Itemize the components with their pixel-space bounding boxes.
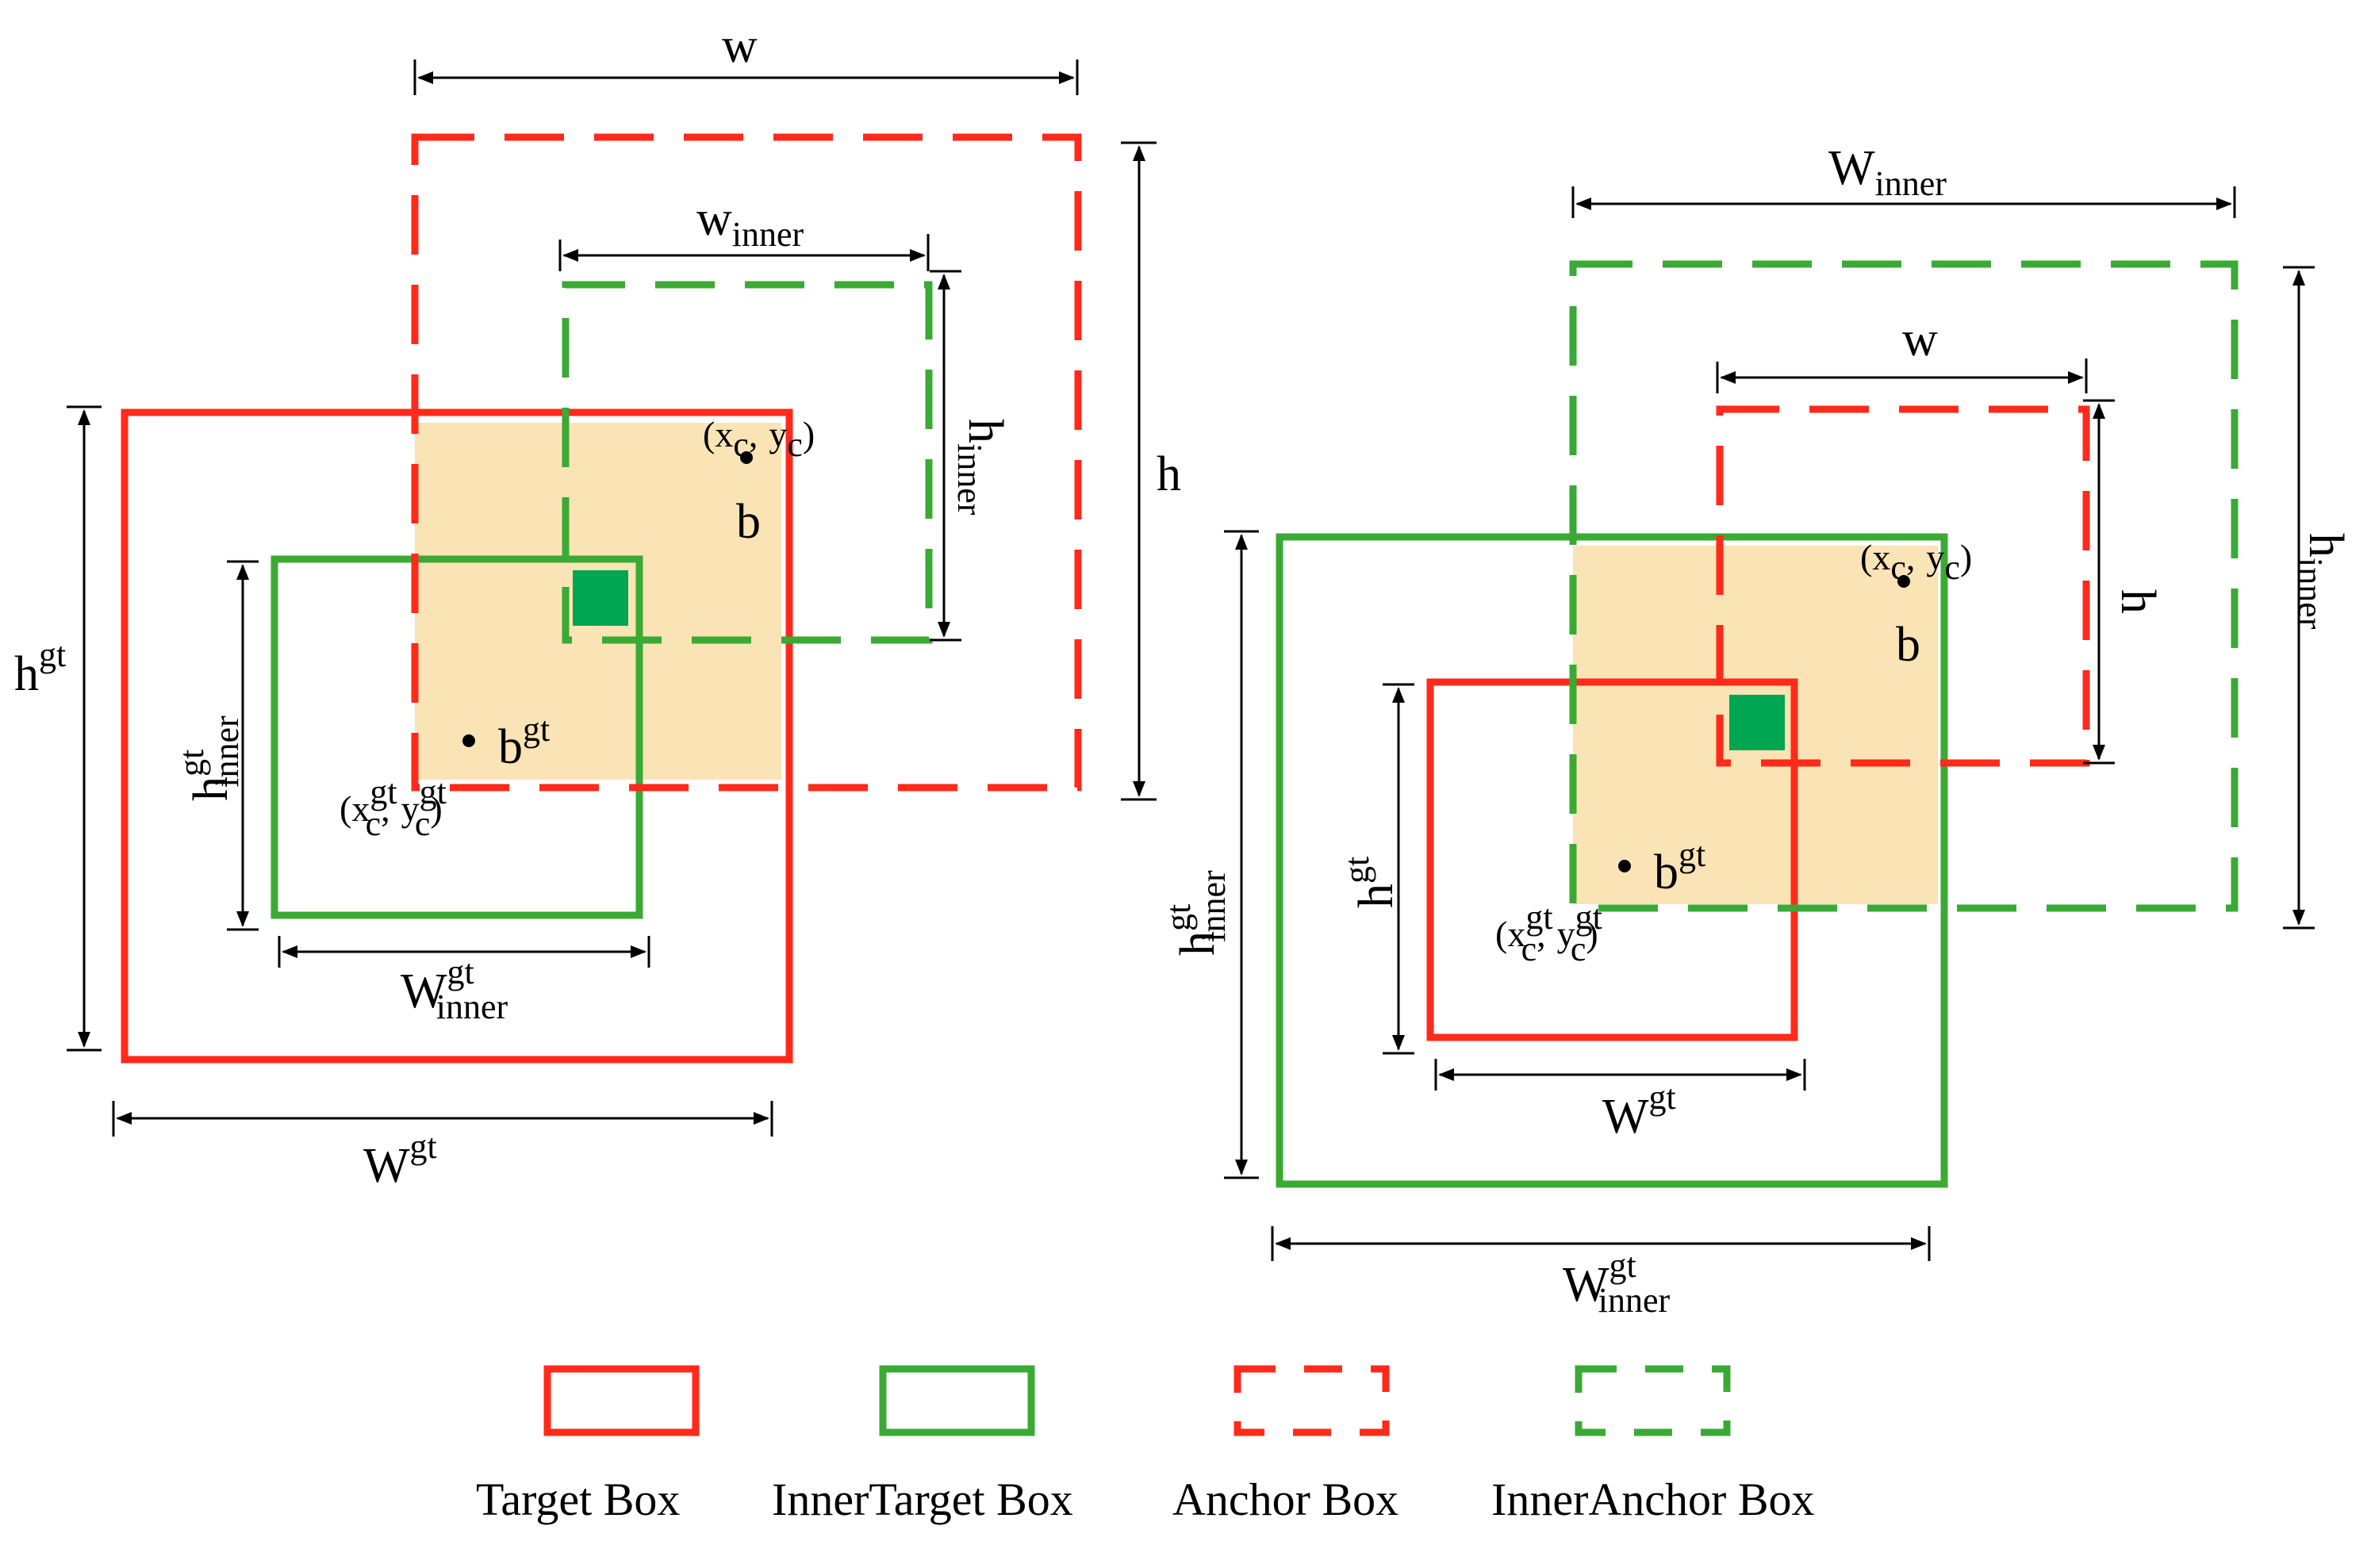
legend-label-inner-target-box: InnerTarget Box [772, 1474, 1073, 1525]
right-label-b: b [1896, 618, 1920, 672]
right-inner-overlap [1729, 695, 1785, 750]
right-dim-h-inner: hinner [2283, 266, 2353, 930]
left-dim-w: w [413, 19, 1079, 95]
right-label-w-gt: Wgt [1602, 1078, 1676, 1144]
right-dim-w-inner: Winner [1571, 141, 2236, 218]
right-inner-target-box [1276, 533, 1948, 1188]
legend-item-anchor-box: Anchor Box [1172, 1365, 1398, 1525]
legend-swatch-inner-anchor-box [1575, 1365, 1731, 1436]
left-label-b: b [736, 495, 761, 549]
left-inner-overlap [573, 570, 628, 626]
left-label-w: w [722, 19, 758, 73]
right-anchor-box [1716, 405, 2090, 767]
right-label-w-inner: Winner [1828, 141, 1947, 203]
left-inner-anchor-box [562, 281, 933, 644]
right-anchor-center-point [1897, 575, 1910, 588]
right-dim-w: w [1716, 312, 2088, 393]
right-target-box [1426, 678, 1798, 1041]
right-diagram: Winner w hinner h hgtinner [1159, 141, 2353, 1320]
left-anchor-box [411, 133, 1082, 792]
legend-item-target-box: Target Box [476, 1365, 700, 1525]
legend-label-anchor-box: Anchor Box [1172, 1474, 1398, 1525]
right-target-center-point [1618, 860, 1631, 872]
left-dim-h-inner: hinner [930, 270, 1012, 642]
legend: Target Box InnerTarget Box Anchor Box In… [476, 1365, 1815, 1525]
left-diagram: w winner h hinner hgt [14, 19, 1181, 1193]
right-dim-w-gt: Wgt [1434, 1059, 1806, 1144]
right-label-b-gt: bgt [1654, 835, 1705, 899]
right-dim-h-gt-inner: hgtinner [1159, 530, 1259, 1179]
right-inner-anchor-box [1569, 260, 2239, 912]
left-label-b-gt: bgt [498, 710, 550, 774]
legend-item-inner-target-box: InnerTarget Box [772, 1365, 1073, 1525]
legend-swatch-target-box [543, 1365, 700, 1436]
left-anchor-center-point [740, 451, 753, 464]
left-label-w-gt: Wgt [363, 1127, 437, 1193]
left-target-box [121, 408, 793, 1064]
legend-swatch-inner-target-box [879, 1365, 1035, 1436]
left-dim-h-gt-inner: hgtinner [172, 560, 259, 931]
left-dim-w-gt: Wgt [112, 1101, 773, 1193]
left-label-w-inner: winner [696, 192, 804, 254]
left-target-center-point [462, 734, 475, 747]
legend-swatch-anchor-box [1233, 1365, 1390, 1436]
left-dim-w-inner: winner [558, 192, 930, 271]
legend-item-inner-anchor-box: InnerAnchor Box [1491, 1365, 1815, 1525]
left-dim-h: h [1121, 141, 1181, 801]
right-label-h: h [2111, 589, 2165, 614]
right-dim-h-gt: hgt [1337, 683, 1414, 1055]
left-inner-target-box [270, 555, 643, 919]
left-dim-h-gt: hgt [14, 405, 102, 1052]
legend-label-inner-anchor-box: InnerAnchor Box [1491, 1474, 1815, 1525]
right-label-h-inner: hinner [2291, 533, 2353, 630]
right-anchor-center-label: (xc,yc) [1860, 537, 1972, 587]
right-label-h-gt-inner: hgtinner [1159, 870, 1233, 956]
left-label-h-gt-inner: hgtinner [172, 715, 246, 801]
left-label-h-inner: hinner [950, 419, 1012, 516]
legend-label-target-box: Target Box [476, 1474, 680, 1525]
left-label-h-gt: hgt [14, 635, 66, 701]
right-label-w: w [1902, 312, 1938, 366]
right-dim-h: h [2083, 399, 2165, 765]
right-label-h-gt: hgt [1337, 857, 1403, 908]
left-anchor-center-label: (xc,yc) [703, 414, 815, 464]
left-label-h: h [1157, 447, 1181, 501]
